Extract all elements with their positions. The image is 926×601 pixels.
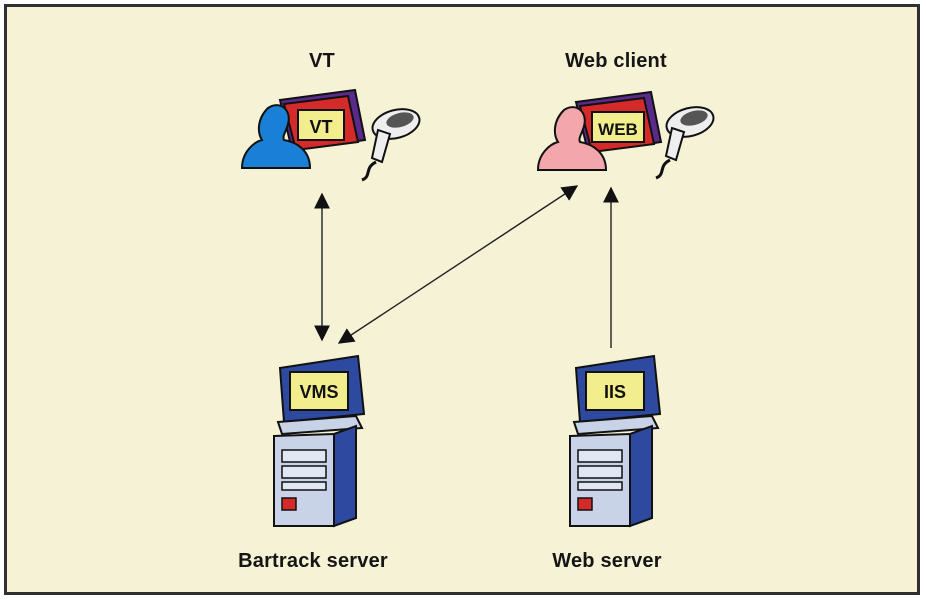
- web-client-screen-label: WEB: [598, 120, 638, 139]
- vt-screen-label: VT: [309, 117, 332, 137]
- web-client-terminal-icon: WEB: [536, 90, 715, 180]
- user-pink-icon: [536, 106, 608, 171]
- web-server-title: Web server: [552, 550, 662, 572]
- web-server-icon: IIS: [569, 354, 662, 528]
- bartrack-server-title: Bartrack server: [238, 550, 388, 572]
- user-terminal-icon: VT: [240, 88, 421, 182]
- connector-webclient-bartrack: [337, 185, 579, 344]
- barcode-scanner-icon: [361, 108, 421, 182]
- web-server-screen-label: IIS: [604, 382, 626, 402]
- bartrack-screen-label: VMS: [299, 382, 338, 402]
- barcode-scanner-icon: [655, 106, 715, 180]
- bartrack-server-icon: VMS: [273, 354, 366, 528]
- web-client-title: Web client: [565, 50, 667, 72]
- user-blue-icon: [240, 104, 312, 169]
- vt-title: VT: [309, 50, 335, 72]
